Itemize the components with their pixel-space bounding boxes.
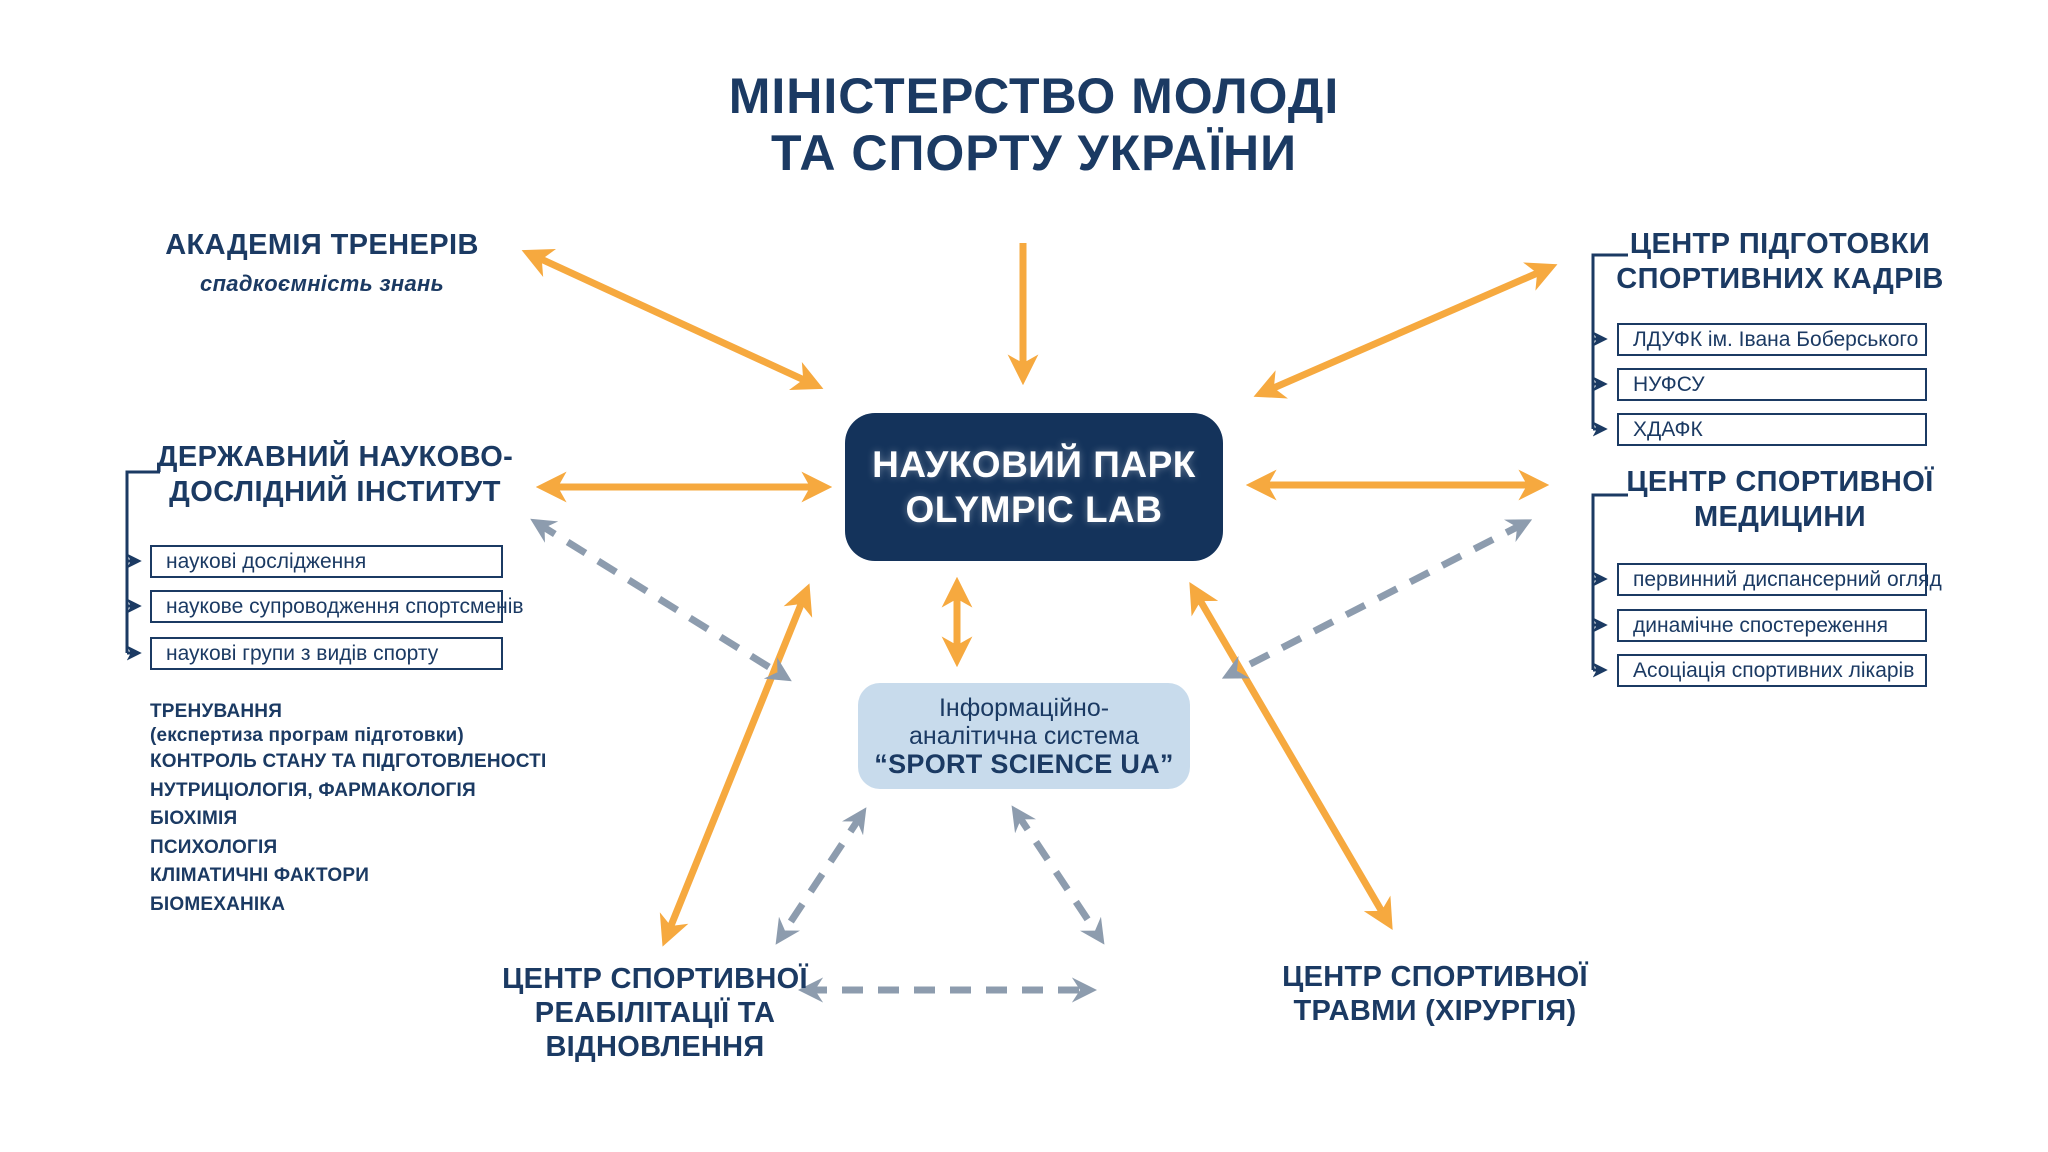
arrow-training-center-lab	[1253, 262, 1558, 399]
training-center-title-line2: СПОРТИВНИХ КАДРІВ	[1616, 263, 1944, 295]
institute-title-line1: ДЕРЖАВНИЙ НАУКОВО-	[156, 441, 514, 473]
discipline-item: КОНТРОЛЬ СТАНУ ТА ПІДГОТОВЛЕНОСТІ	[150, 751, 547, 772]
institute-title-line2: ДОСЛІДНИЙ ІНСТИТУТ	[169, 476, 501, 508]
training-center-title-line1: ЦЕНТР ПІДГОТОВКИ	[1629, 228, 1931, 260]
discipline-item: ТРЕНУВАННЯ	[150, 701, 283, 722]
olympic-lab-node: НАУКОВИЙ ПАРК OLYMPIC LAB	[845, 413, 1223, 561]
medicine-center-bracket	[1591, 493, 1628, 670]
medicine-item-box: первинний диспансерний огляд	[1617, 563, 1942, 596]
rehab-center-line2: РЕАБІЛІТАЦІЇ ТА	[534, 997, 776, 1029]
training-item-box: НУФСУ	[1617, 368, 1927, 401]
discipline-item: (експертиза програм підготовки)	[150, 725, 464, 746]
discipline-item: БІОХІМІЯ	[150, 808, 238, 829]
info-system-line1: Інформаційно-	[938, 694, 1110, 722]
institute-item-box: наукове супроводження спортсменів	[150, 590, 524, 623]
dashed-arrow-info-system-trauma	[1011, 805, 1105, 945]
info-system-line3: “SPORT SCIENCE UA”	[874, 749, 1174, 779]
rehab-center-label: ЦЕНТР СПОРТИВНОЇ РЕАБІЛІТАЦІЇ ТА ВІДНОВЛ…	[455, 962, 855, 1064]
rehab-center-line3: ВІДНОВЛЕННЯ	[545, 1031, 765, 1063]
medicine-center-title-line1: ЦЕНТР СПОРТИВНОЇ	[1626, 466, 1934, 498]
dashed-arrow-institute-info-system	[530, 518, 792, 682]
academy-block: АКАДЕМІЯ ТРЕНЕРІВ спадкоємність знань	[122, 228, 522, 297]
ministry-title-line2: ТА СПОРТУ УКРАЇНИ	[770, 125, 1298, 181]
institute-bracket	[125, 470, 160, 653]
info-system-line2: аналітична система	[909, 722, 1139, 750]
institute-item-box: наукові дослідження	[150, 545, 503, 578]
discipline-item: КЛІМАТИЧНІ ФАКТОРИ	[150, 865, 370, 886]
discipline-item: ПСИХОЛОГІЯ	[150, 836, 278, 858]
rehab-center-line1: ЦЕНТР СПОРТИВНОЇ	[502, 963, 808, 995]
medicine-center-title-line2: МЕДИЦИНИ	[1693, 501, 1867, 533]
dashed-arrow-medicine-info-system	[1221, 519, 1533, 679]
trauma-center-line2: ТРАВМИ (ХІРУРГІЯ)	[1293, 995, 1577, 1027]
training-center-bracket	[1591, 253, 1628, 429]
institute-title: ДЕРЖАВНИЙ НАУКОВО- ДОСЛІДНИЙ ІНСТИТУТ	[135, 440, 535, 510]
training-center-title: ЦЕНТР ПІДГОТОВКИ СПОРТИВНИХ КАДРІВ	[1580, 227, 1980, 297]
medicine-item-box: динамічне спостереження	[1617, 609, 1927, 642]
medicine-item-box: Асоціація спортивних лікарів	[1617, 654, 1927, 687]
ministry-title: МІНІСТЕРСТВО МОЛОДІ ТА СПОРТУ УКРАЇНИ	[524, 68, 1544, 182]
trauma-center-label: ЦЕНТР СПОРТИВНОЇ ТРАВМИ (ХІРУРГІЯ)	[1235, 960, 1635, 1028]
dashed-arrow-info-system-rehab	[775, 807, 867, 945]
academy-subtitle: спадкоємність знань	[200, 271, 444, 296]
institute-item-box: наукові групи з видів спорту	[150, 637, 503, 670]
medicine-center-title: ЦЕНТР СПОРТИВНОЇ МЕДИЦИНИ	[1580, 465, 1980, 535]
olympic-lab-line1: НАУКОВИЙ ПАРК	[872, 444, 1196, 485]
arrow-academy-lab	[521, 249, 824, 390]
training-item-box: ЛДУФК ім. Івана Боберського	[1617, 323, 1927, 356]
discipline-item: НУТРИЦІОЛОГІЯ, ФАРМАКОЛОГІЯ	[150, 779, 476, 801]
training-item-box: ХДАФК	[1617, 413, 1927, 446]
info-system-node: Інформаційно- аналітична система “SPORT …	[858, 683, 1190, 789]
ministry-title-line1: МІНІСТЕРСТВО МОЛОДІ	[728, 68, 1340, 124]
disciplines-list: ТРЕНУВАННЯ (експертиза програм підготовк…	[150, 700, 570, 919]
olympic-lab-line2: OLYMPIC LAB	[905, 489, 1163, 530]
trauma-center-line1: ЦЕНТР СПОРТИВНОЇ	[1282, 961, 1588, 993]
discipline-item: БІОМЕХАНІКА	[150, 893, 286, 915]
academy-title: АКАДЕМІЯ ТРЕНЕРІВ	[165, 229, 479, 261]
